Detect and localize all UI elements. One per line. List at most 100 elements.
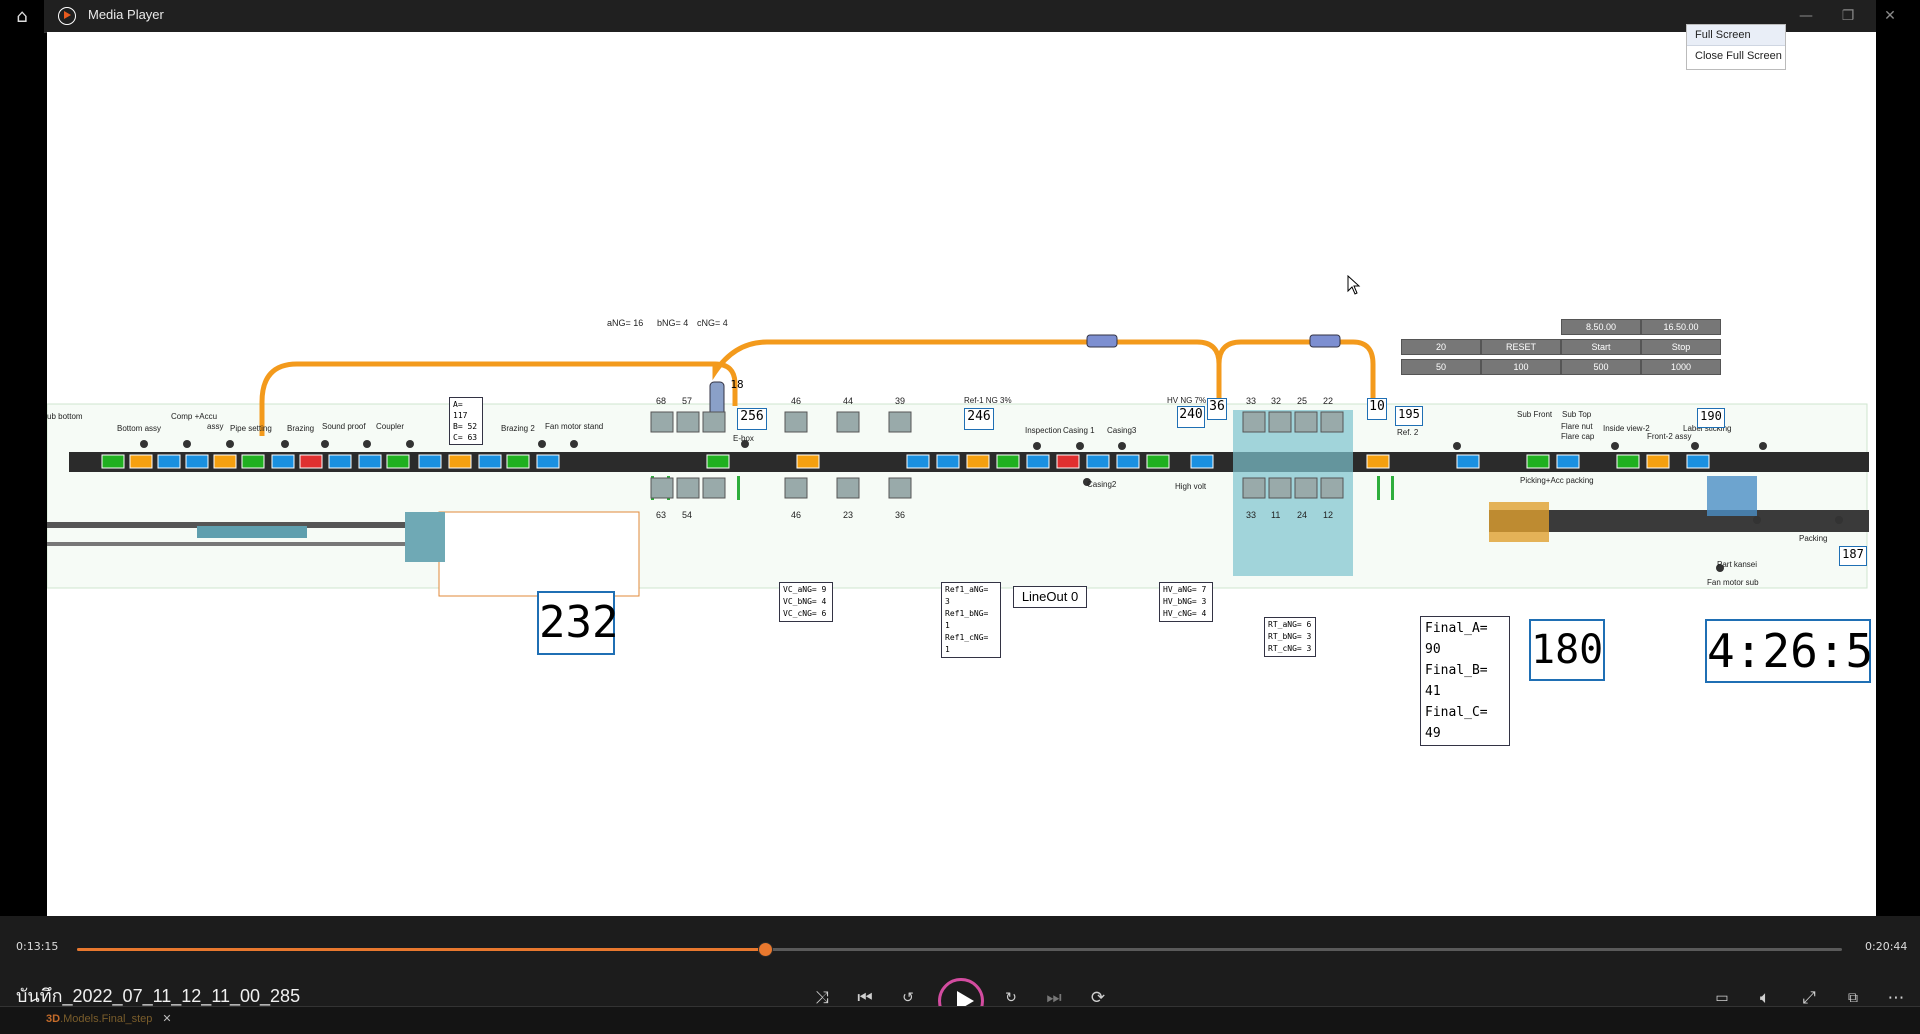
vc-b: VC_bNG= 4 (783, 597, 827, 606)
zone-label: Coupler (376, 422, 405, 431)
station-number: 33 (1246, 396, 1257, 406)
close-icon[interactable]: ✕ (1884, 8, 1896, 24)
minimize-icon[interactable]: — (1799, 8, 1813, 24)
zone-label: Inside view-2 (1603, 424, 1650, 433)
station-machine (650, 477, 674, 499)
conveyor-item (213, 454, 237, 469)
conveyor-item (358, 454, 382, 469)
menu-item-full-screen[interactable]: Full Screen (1687, 25, 1785, 46)
reset-button[interactable]: RESET (1481, 339, 1561, 355)
station-number: 12 (1323, 510, 1334, 520)
shuffle-icon[interactable]: ⤨ (815, 988, 829, 1008)
ref1-ng-box: Ref1_aNG= 3 Ref1_bNG= 1 Ref1_cNG= 1 (941, 582, 1001, 658)
zone-label: Packing (1799, 534, 1828, 543)
subtitles-icon[interactable]: ▭ (1715, 990, 1729, 1006)
previous-icon[interactable]: ⏮ (857, 988, 873, 1008)
conveyor-item (1686, 454, 1710, 469)
time-end: 16.50.00 (1641, 319, 1721, 335)
speed-100-button[interactable]: 100 (1481, 359, 1561, 375)
conveyor-item (478, 454, 502, 469)
next-icon[interactable]: ⏭ (1046, 988, 1062, 1008)
conveyor-item (1556, 454, 1580, 469)
abc-b: B= 52 (453, 422, 478, 431)
repeat-icon[interactable]: ⟳ (1090, 988, 1106, 1008)
seek-bar-progress (77, 948, 766, 951)
left-strip: ⌂ (0, 0, 44, 1033)
restore-icon[interactable]: ❐ (1841, 8, 1855, 24)
stop-button[interactable]: Stop (1641, 339, 1721, 355)
ng-count-c: cNG= 4 (697, 318, 728, 328)
counter-246: 246 (964, 408, 994, 430)
zone-label: Flare cap (1561, 432, 1595, 441)
station-machine (1268, 411, 1292, 433)
miniplayer-icon[interactable]: ⧉ (1848, 990, 1858, 1006)
conveyor-item (796, 454, 820, 469)
zone-label: Casing3 (1107, 426, 1137, 435)
conveyor-item (536, 454, 560, 469)
zone-label: Inspection (1025, 426, 1062, 435)
zone-label: Part kansei (1717, 560, 1758, 569)
zone-label: assy (207, 422, 224, 431)
taskbar: 3D.Models.Final_step✕ (0, 1006, 1920, 1034)
taskbar-tab-prefix: 3D (46, 1013, 61, 1025)
station-number: 46 (791, 396, 802, 406)
clock-display: 4:26:58 (1705, 619, 1876, 683)
conveyor-item (386, 454, 410, 469)
mouse-cursor-icon (1347, 275, 1361, 295)
app-title: Media Player (88, 7, 164, 22)
abc-count-box: A= 117 B= 52 C= 63 (449, 397, 483, 445)
zone-label: ub bottom (47, 412, 83, 421)
zone-label: Sub Top (1562, 410, 1592, 419)
ng-count-a: aNG= 16 (607, 318, 644, 328)
more-icon[interactable]: ⋯ (1887, 988, 1905, 1008)
big-counter-right: 180 (1529, 619, 1605, 681)
taskbar-tab[interactable]: 3D.Models.Final_step✕ (46, 1012, 172, 1030)
seek-thumb[interactable] (758, 942, 774, 957)
station-number: 36 (895, 510, 906, 520)
conveyor-item (1116, 454, 1140, 469)
conveyor-item (1086, 454, 1110, 469)
station-machine (784, 477, 808, 499)
zone-label: HV NG 7% (1167, 396, 1207, 405)
conveyor-item (1616, 454, 1640, 469)
counter-10: 10 (1367, 398, 1387, 420)
conveyor-item (996, 454, 1020, 469)
station-number: 11 (1271, 510, 1281, 520)
media-file-title: บันทึก_2022_07_11_12_11_00_285 (16, 986, 301, 1006)
conveyor-item (328, 454, 352, 469)
conveyor-item (1456, 454, 1480, 469)
counter-190: 190 (1697, 408, 1725, 428)
speed-500-button[interactable]: 500 (1561, 359, 1641, 375)
conveyor-item (241, 454, 265, 469)
station-machine (1320, 477, 1344, 499)
station-machine (676, 477, 700, 499)
hv-c: HV_cNG= 4 (1163, 609, 1207, 618)
conveyor-item (1056, 454, 1080, 469)
close-icon[interactable]: ✕ (162, 1013, 172, 1025)
rewind-10-icon[interactable]: ↺ (902, 990, 914, 1006)
conveyor-item (299, 454, 323, 469)
station-number: 23 (843, 510, 854, 520)
menu-item-close-full-screen[interactable]: Close Full Screen (1695, 50, 1782, 62)
station-machine (650, 411, 674, 433)
zone-label: Bottom assy (117, 424, 162, 433)
home-icon[interactable]: ⌂ (16, 6, 28, 27)
station-number: 68 (656, 396, 667, 406)
forward-30-icon[interactable]: ↻ (1005, 990, 1017, 1006)
conveyor-item (706, 454, 730, 469)
zone-label: Brazing (287, 424, 315, 433)
zone-label: Pipe setting (230, 424, 272, 433)
player-controls: 0:13:15 0:20:44 บันทึก_2022_07_11_12_11_… (0, 916, 1920, 1024)
start-button[interactable]: Start (1561, 339, 1641, 355)
speed-1000-button[interactable]: 1000 (1641, 359, 1721, 375)
conveyor-item (966, 454, 990, 469)
volume-icon[interactable]: 🔈︎ (1759, 988, 1771, 1008)
seek-bar[interactable] (77, 942, 1842, 957)
station-machine (702, 477, 726, 499)
station-machine (836, 411, 860, 433)
speed-20-button[interactable]: 20 (1401, 339, 1481, 355)
speed-50-button[interactable]: 50 (1401, 359, 1481, 375)
fullscreen-icon[interactable]: ⤢ (1802, 988, 1816, 1008)
ref1-a: Ref1_aNG= 3 (945, 585, 989, 606)
